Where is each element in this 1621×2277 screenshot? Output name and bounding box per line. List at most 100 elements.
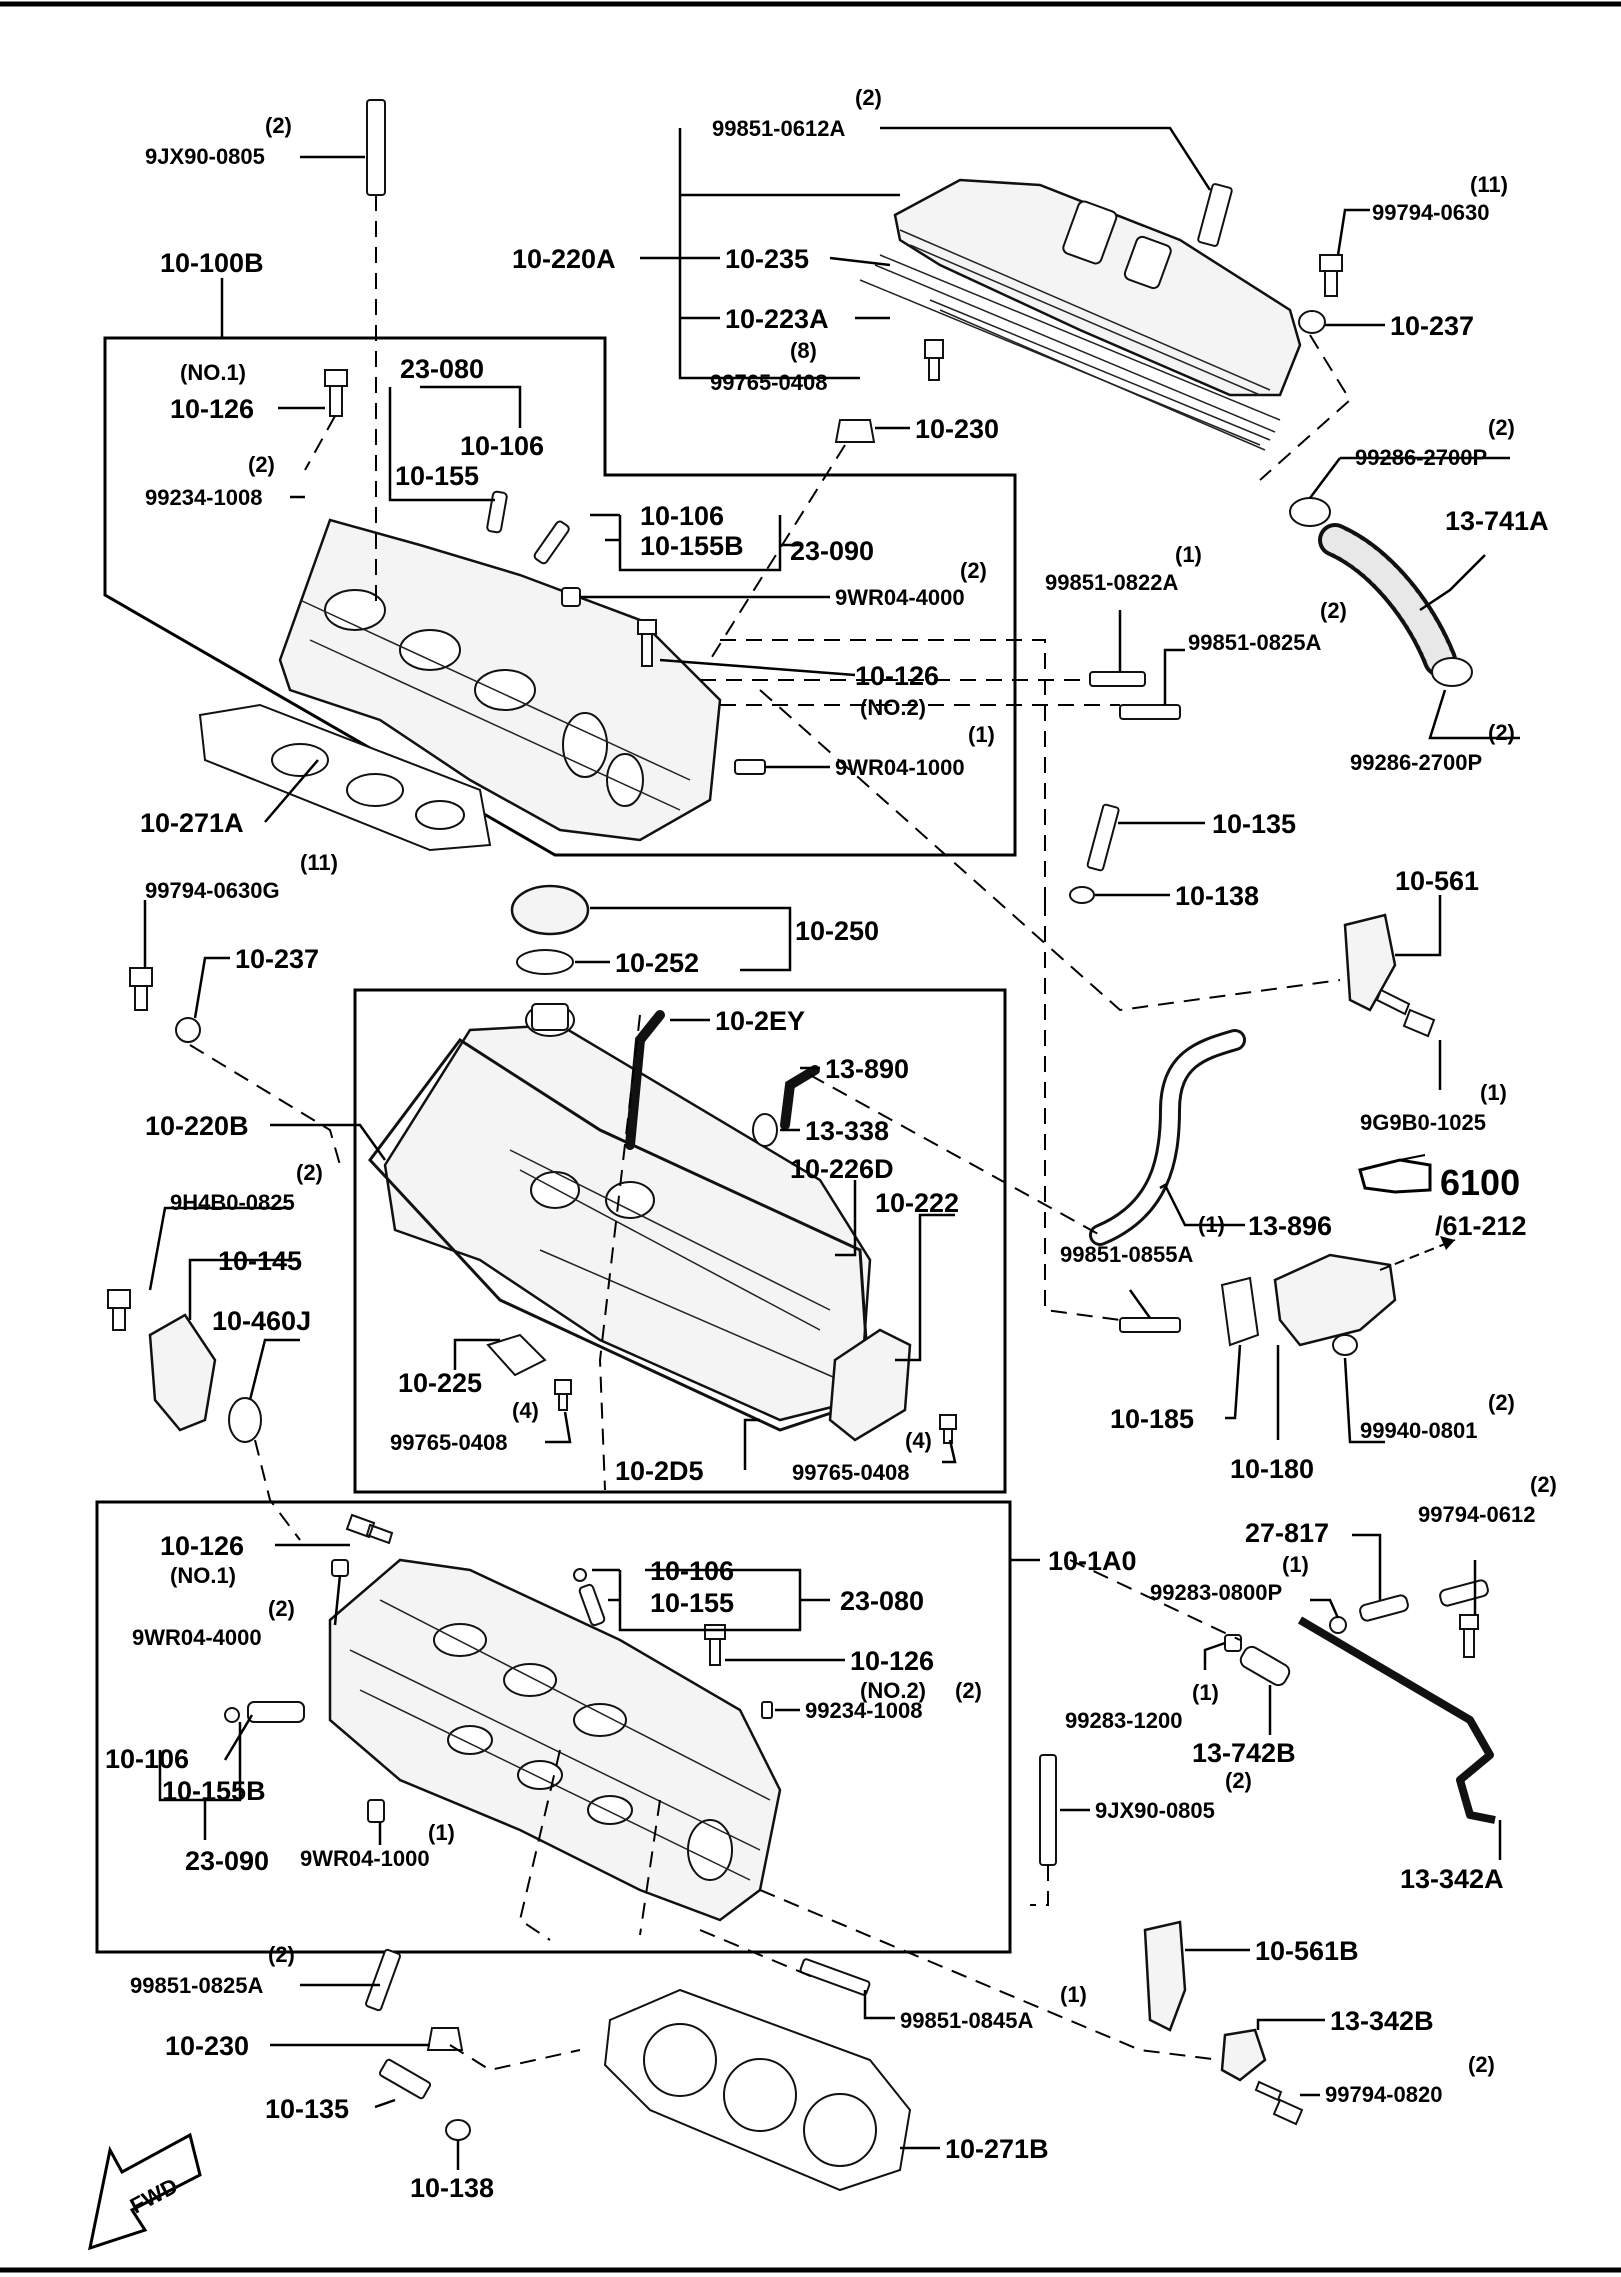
qty: (2) [855,85,882,110]
nut-0801 [1332,1334,1358,1356]
plug-1000-b [367,1799,385,1823]
pipe-817-a [1359,1594,1409,1622]
part-label: 10-220B [145,1111,249,1141]
qty: (2) [1468,2052,1495,2077]
cover-group-box [353,988,1007,1494]
qty: (1) [1192,1680,1219,1705]
rocker-cover-top [859,178,1302,451]
bolt-0630g [129,967,153,1011]
washer-138-a [1069,886,1095,904]
part-label: 13-742B [1192,1738,1296,1768]
bolt-126-a [324,369,348,417]
qty: (4) [905,1428,932,1453]
part-label: 10-561 [1395,866,1479,896]
rear-head-group-box [103,336,1017,857]
part-label: 10-155 [395,461,479,491]
stud-0845a [799,1958,871,1996]
ref-number: 6100 [1440,1162,1520,1203]
part-label: 10-106 [640,501,724,531]
gasket-185 [1220,1276,1260,1347]
part-label: 99286-2700P [1350,750,1482,775]
gasket-271a-hole3 [415,800,465,830]
outlet-180 [1273,1253,1397,1347]
qty: (2) [268,1596,295,1621]
stud-0825a-b [365,1948,401,2012]
qty: (2) [955,1678,982,1703]
callout-labels: (2) 9JX90-0805 10-100B (NO.1) 10-126 23-… [105,85,1557,2219]
part-label: 10-100B [160,248,264,278]
part-label: 99851-0825A [130,1973,263,1998]
part-label: 99940-0801 [1360,1418,1477,1443]
rear-cylinder-head [278,518,722,842]
part-label: 10-135 [265,2094,349,2124]
part-label: 10-155 [650,1588,734,1618]
qty: (1) [1060,1982,1087,2007]
part-label: 99794-0630 [1372,200,1489,225]
part-label: 10-271B [945,2134,1049,2164]
part-label: 9WR04-1000 [300,1846,430,1871]
qty: (2) [268,1942,295,1967]
part-label: 10-237 [1390,311,1474,341]
part-label: 99794-0820 [1325,2082,1442,2107]
bolt-0612 [1459,1614,1479,1658]
part-label: 10-223A [725,304,829,334]
part-label: 10-252 [615,948,699,978]
part-label: 99794-0612 [1418,1502,1535,1527]
stud-0822a [1089,671,1146,687]
bolt-0630 [1319,254,1343,297]
part-label: 9H4B0-0825 [170,1190,295,1215]
bracket-561 [1343,913,1397,1012]
seal-237-a [1298,310,1326,334]
qty: (11) [1470,172,1508,197]
part-label: 99234-1008 [805,1698,922,1723]
hose-896-inner [1092,1032,1243,1243]
part-label: 99765-0408 [792,1460,909,1485]
fwd-arrow-icon [88,2132,202,2251]
bolt-h4b0 [107,1289,131,1331]
part-label: 99794-0630G [145,878,280,903]
bracket-561b [1143,1920,1187,2032]
housing-145 [148,1313,217,1432]
qty: (4) [512,1398,539,1423]
part-label: 9WR04-4000 [132,1625,262,1650]
part-label: 10-230 [915,414,999,444]
clip-1200 [1224,1634,1242,1652]
part-label: 10-222 [875,1188,959,1218]
part-label: 9JX90-0805 [1095,1798,1215,1823]
gasket-2d5 [368,1037,872,1432]
part-label: 23-090 [185,1846,269,1876]
qty: (2) [1225,1768,1252,1793]
plug-1000-a [734,759,766,775]
part-label: 27-817 [1245,1518,1329,1548]
gasket-271a-hole2 [346,773,404,807]
qty: (1) [1282,1552,1309,1577]
stud-0825a [1119,704,1181,720]
qty: (NO.1) [180,360,246,385]
washer-138-b [445,2119,471,2141]
part-label: 10-155B [640,531,744,561]
hose-741a-texture [1322,527,1453,673]
front-head-group-box [95,1500,1012,1954]
leader-lines [143,126,1520,2170]
bolt-0820 [1254,2080,1304,2126]
valve-lifter-b [533,520,570,565]
pipe-342a [1297,1616,1496,1824]
part-label: 10-225 [398,1368,482,1398]
qty: (2) [960,558,987,583]
qty: (8) [790,338,817,363]
part-label: 13-741A [1445,506,1549,536]
qty: (2) [296,1160,323,1185]
bolt-135-b [378,2058,432,2100]
part-label: 13-338 [805,1116,889,1146]
qty: (NO.1) [170,1563,236,1588]
qty: (2) [1488,415,1515,440]
part-label: 9WR04-4000 [835,585,965,610]
part-label: 10-135 [1212,809,1296,839]
part-label: 10-106 [460,431,544,461]
bolt-1025 [1375,988,1436,1038]
bolt-126-c [345,1513,394,1545]
part-label: 13-342A [1400,1864,1504,1894]
oring-460j [228,1397,262,1443]
bolt-126-b [637,619,657,667]
